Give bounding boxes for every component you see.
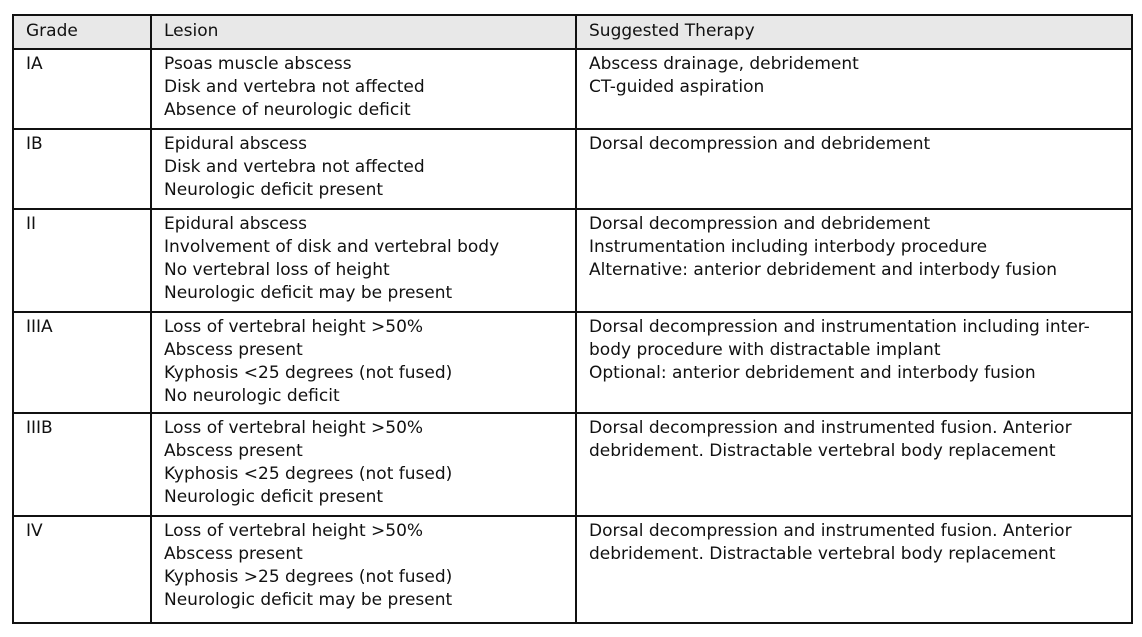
header-lesion: Lesion — [150, 14, 577, 50]
therapy-line: Dorsal decompression and instrumented fu… — [589, 521, 1072, 541]
table-row: IV Loss of vertebral height >50% Abscess p… — [12, 515, 1133, 624]
lesion-line: Kyphosis >25 degrees (not fused) — [164, 567, 453, 587]
lesion-line: Neurologic deficit may be present — [164, 283, 453, 303]
therapy-line: Abscess drainage, debridement — [589, 54, 859, 74]
lesion-line: No neurologic deficit — [164, 386, 340, 406]
grade-cell: II — [12, 208, 152, 313]
therapy-cell: Dorsal decompression and instrumentation… — [575, 311, 1133, 414]
therapy-line: Dorsal decompression and instrumentation… — [589, 317, 1090, 337]
lesion-line: Kyphosis <25 degrees (not fused) — [164, 464, 453, 484]
lesion-line: Epidural abscess — [164, 134, 307, 154]
therapy-line: Alternative: anterior debridement and in… — [589, 260, 1058, 280]
lesion-cell: Loss of vertebral height >50% Abscess pre… — [150, 311, 577, 414]
therapy-line: body procedure with distractable implant — [589, 340, 941, 360]
lesion-line: Neurologic deficit may be present — [164, 590, 453, 610]
grade-cell: IIIA — [12, 311, 152, 414]
lesion-line: Absence of neurologic deficit — [164, 100, 411, 120]
table-row: IIIB Loss of vertebral height >50% Abscess… — [12, 412, 1133, 517]
header-therapy: Suggested Therapy — [575, 14, 1133, 50]
lesion-cell: Loss of vertebral height >50% Abscess pre… — [150, 515, 577, 624]
grade-cell: IV — [12, 515, 152, 624]
lesion-line: Disk and vertebra not affected — [164, 77, 425, 97]
therapy-line: CT-guided aspiration — [589, 77, 765, 97]
header-row: Grade Lesion Suggested Therapy — [12, 14, 1133, 50]
lesion-line: Abscess present — [164, 441, 303, 461]
therapy-cell: Dorsal decompression and debridement — [575, 128, 1133, 210]
therapy-line: debridement. Distractable vertebral body… — [589, 544, 1056, 564]
therapy-line: debridement. Distractable vertebral body… — [589, 441, 1056, 461]
lesion-cell: Loss of vertebral height >50% Abscess pre… — [150, 412, 577, 517]
grade-cell: IIIB — [12, 412, 152, 517]
therapy-line: Instrumentation including interbody proc… — [589, 237, 988, 257]
therapy-line: Dorsal decompression and instrumented fu… — [589, 418, 1072, 438]
lesion-line: Disk and vertebra not affected — [164, 157, 425, 177]
lesion-line: Epidural abscess — [164, 214, 307, 234]
lesion-line: Neurologic deficit present — [164, 487, 384, 507]
lesion-line: Abscess present — [164, 544, 303, 564]
table-row: IIIA Loss of vertebral height >50% Abscess… — [12, 311, 1133, 414]
lesion-line: No vertebral loss of height — [164, 260, 390, 280]
lesion-line: Abscess present — [164, 340, 303, 360]
therapy-line: Optional: anterior debridement and inter… — [589, 363, 1036, 383]
therapy-cell: Dorsal decompression and instrumented fu… — [575, 412, 1133, 517]
therapy-line: Dorsal decompression and debridement — [589, 134, 931, 154]
grade-cell: IA — [12, 48, 152, 130]
header-grade: Grade — [12, 14, 152, 50]
lesion-line: Psoas muscle abscess — [164, 54, 352, 74]
therapy-line: Dorsal decompression and debridement — [589, 214, 931, 234]
therapy-cell: Dorsal decompression and instrumented fu… — [575, 515, 1133, 624]
lesion-line: Loss of vertebral height >50% — [164, 418, 424, 438]
lesion-line: Loss of vertebral height >50% — [164, 317, 424, 337]
lesion-line: Involvement of disk and vertebral body — [164, 237, 500, 257]
grade-cell: IB — [12, 128, 152, 210]
lesion-line: Neurologic deficit present — [164, 180, 384, 200]
lesion-line: Kyphosis <25 degrees (not fused) — [164, 363, 453, 383]
lesion-line: Loss of vertebral height >50% — [164, 521, 424, 541]
